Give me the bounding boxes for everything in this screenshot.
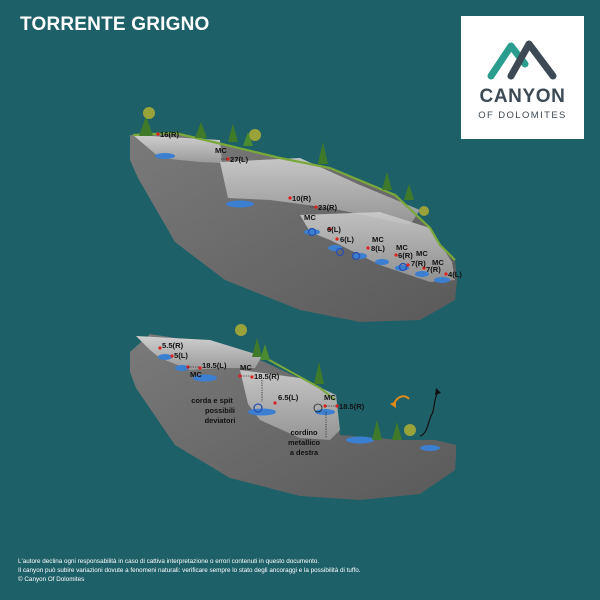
- top-label-15: MC: [432, 258, 444, 267]
- top-label-8: 6(L): [340, 235, 354, 244]
- logo-tagline: OF DOLOMITES: [478, 110, 567, 121]
- note1-line3: deviatori: [205, 416, 236, 425]
- top-slab-middle: [220, 158, 420, 225]
- note2-line2: metallico: [288, 438, 321, 447]
- bottom-label-1: 5.5(R): [162, 341, 184, 350]
- top-label-13: MC: [416, 249, 428, 258]
- mountain-logo-icon: [487, 40, 557, 80]
- top-label-9: MC: [372, 235, 384, 244]
- disclaimer: L'autore declina ogni responsabilità in …: [18, 557, 588, 584]
- top-label-1: 16(R): [160, 130, 179, 139]
- top-label-3: 27(L): [230, 155, 249, 164]
- bottom-slab-upper: [136, 336, 262, 370]
- note1-line1: corda e spit: [191, 396, 233, 405]
- top-slab-lower: [300, 212, 455, 282]
- bottom-trees: [235, 324, 416, 440]
- bottom-label-9: 18.5(R): [339, 402, 365, 411]
- bottom-slab-lower: [240, 370, 340, 440]
- bottom-grass-edge: [261, 355, 336, 401]
- top-label-12: 6(R): [398, 251, 413, 260]
- bottom-swirls: [253, 403, 263, 413]
- jump-arrow-icon: [393, 395, 410, 405]
- logo-wordmark: CANYON: [479, 86, 566, 107]
- copyright: © Canyon Of Dolomites: [18, 576, 85, 583]
- top-label-10: 8(L): [371, 244, 385, 253]
- top-label-2: MC: [215, 146, 227, 155]
- top-trees: [139, 107, 429, 216]
- top-mc-chains: [221, 158, 315, 208]
- bottom-label-4: MC: [190, 370, 202, 379]
- top-rock-body: [130, 133, 457, 322]
- bottom-label-6: 18.5(R): [254, 372, 280, 381]
- top-label-7: 6(L): [327, 225, 341, 234]
- top-label-5: 23(R): [318, 203, 337, 212]
- boulder-icon: [313, 403, 323, 413]
- top-grass-edge: [132, 131, 456, 261]
- bottom-label-8: MC: [324, 393, 336, 402]
- top-pools: [155, 153, 450, 283]
- top-canyon-section: 16(R) MC 27(L) 10(R) 23(R) MC 6(L) 6(L) …: [130, 107, 462, 322]
- note2-line3: a destra: [290, 448, 319, 457]
- note-rope-deviators: corda e spit possibili deviatori: [191, 396, 235, 425]
- note2-line1: cordino: [290, 428, 318, 437]
- bottom-anchors: [158, 346, 339, 408]
- bottom-label-3: 18.5(L): [202, 361, 227, 370]
- disclaimer-line-2: Il canyon può subire variazioni dovute a…: [18, 567, 361, 574]
- bottom-mc-chains: [188, 366, 336, 438]
- top-label-11: MC: [396, 243, 408, 252]
- bottom-label-2: 5(L): [174, 351, 188, 360]
- top-label-4: 10(R): [292, 194, 311, 203]
- top-anchors: [156, 132, 448, 276]
- page-title: TORRENTE GRIGNO: [20, 14, 210, 35]
- bottom-label-7: 6.5(L): [278, 393, 299, 402]
- top-swirls: [307, 227, 408, 272]
- bottom-canyon-section: 5.5(R) 5(L) 18.5(L) MC MC 18.5(R) 6.5(L)…: [130, 324, 456, 500]
- brand-logo: CANYON OF DOLOMITES: [461, 16, 584, 139]
- exit-path-arrow-icon: [419, 391, 439, 437]
- bottom-label-5: MC: [240, 363, 252, 372]
- note1-line2: possibili: [205, 406, 235, 415]
- top-label-6: MC: [304, 213, 316, 222]
- top-label-14: 7(R): [411, 259, 426, 268]
- jump-arrow-head-icon: [390, 401, 396, 408]
- exit-arrow-head-icon: [435, 388, 441, 395]
- disclaimer-line-1: L'autore declina ogni responsabilità in …: [18, 558, 320, 565]
- top-slab-upper: [133, 135, 222, 163]
- top-label-17: 4(L): [448, 270, 462, 279]
- top-label-16: 7(R): [426, 265, 441, 274]
- note-metal-cord: cordino metallico a destra: [288, 428, 321, 457]
